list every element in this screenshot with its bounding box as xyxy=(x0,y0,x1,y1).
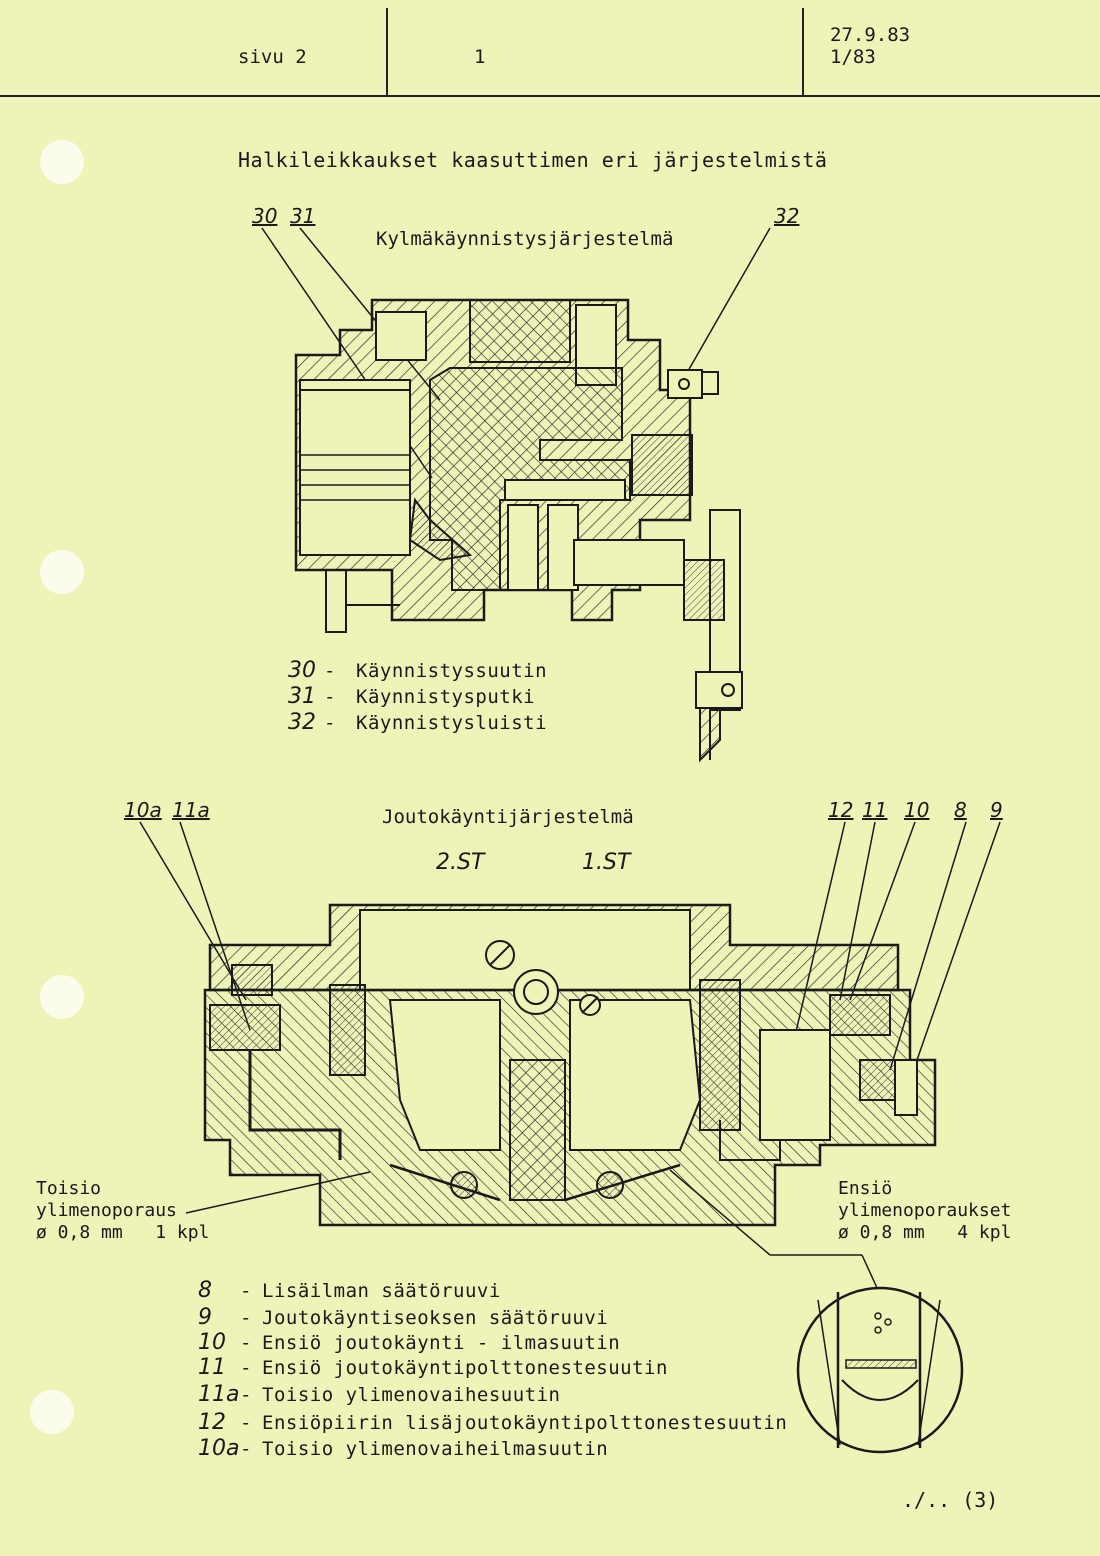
callout-30: 30 xyxy=(252,204,278,228)
callout-32: 32 xyxy=(774,204,800,228)
page-title: Halkileikkaukset kaasuttimen eri järjest… xyxy=(238,148,828,172)
stage-label-2st: 2.ST xyxy=(436,850,485,875)
punch-hole-lower xyxy=(40,975,84,1019)
idle-subtitle: Joutokäyntijärjestelmä xyxy=(382,806,634,828)
legend-item-32: 32 - Käynnistysluisti xyxy=(288,710,548,735)
section-number: 1 xyxy=(474,46,486,68)
callout-10a: 10a xyxy=(124,798,162,822)
secondary-bore-note: Toisio ylimenoporaus ø 0,8 mm 1 kpl xyxy=(36,1178,210,1243)
detail-magnifier xyxy=(796,1286,964,1454)
legend-item-8: 8 - Lisäilman säätöruuvi xyxy=(198,1278,501,1303)
punch-hole-middle xyxy=(40,550,84,594)
legend-item-12: 12 - Ensiöpiirin lisäjoutokäyntipolttone… xyxy=(198,1410,788,1435)
header-divider-right xyxy=(802,8,804,96)
callout-8: 8 xyxy=(954,798,967,822)
callout-31: 31 xyxy=(290,204,316,228)
legend-item-30: 30 - Käynnistyssuutin xyxy=(288,658,548,683)
stage-label-1st: 1.ST xyxy=(582,850,631,875)
legend-item-31: 31 - Käynnistysputki xyxy=(288,684,536,709)
primary-bore-note: Ensiö ylimenoporaukset ø 0,8 mm 4 kpl xyxy=(838,1178,1012,1243)
legend-item-9: 9 - Joutokäyntiseoksen säätöruuvi xyxy=(198,1305,609,1330)
callout-11: 11 xyxy=(862,798,888,822)
header-bottom-rule xyxy=(0,95,1100,97)
cold-start-subtitle: Kylmäkäynnistysjärjestelmä xyxy=(376,228,674,250)
callout-12: 12 xyxy=(828,798,854,822)
page-label: sivu 2 xyxy=(238,46,307,68)
document-date: 27.9.83 xyxy=(830,24,911,46)
punch-hole-top xyxy=(40,140,84,184)
legend-item-11a: 11a - Toisio ylimenovaihesuutin xyxy=(198,1382,561,1407)
callout-9: 9 xyxy=(990,798,1003,822)
legend-item-10: 10 - Ensiö joutokäynti - ilmasuutin xyxy=(198,1330,621,1355)
punch-hole-bottom xyxy=(30,1390,74,1434)
callout-11a: 11a xyxy=(172,798,210,822)
header-divider-left xyxy=(386,8,388,96)
callout-10: 10 xyxy=(904,798,930,822)
legend-item-11: 11 - Ensiö joutokäyntipolttonestesuutin xyxy=(198,1355,668,1380)
continuation-marker: ./.. (3) xyxy=(902,1488,999,1512)
legend-item-10a: 10a - Toisio ylimenovaiheilmasuutin xyxy=(198,1436,609,1461)
document-issue: 1/83 xyxy=(830,46,876,68)
